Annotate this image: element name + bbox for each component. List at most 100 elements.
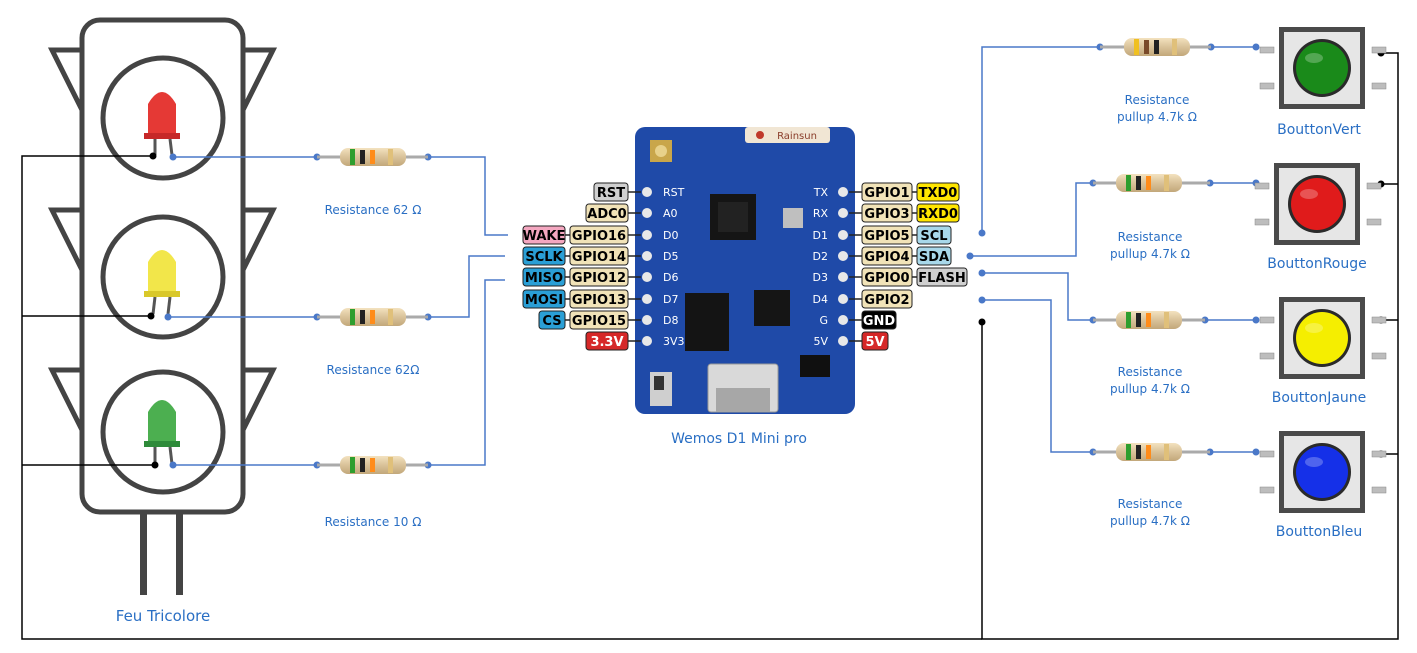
- resistor-3-label: Resistance 10 Ω: [325, 515, 422, 529]
- silk-g: G: [819, 314, 828, 327]
- silk-tx: TX: [813, 186, 829, 199]
- button-yellow-label: BouttonJaune: [1272, 390, 1367, 406]
- pin-extra-right-4-text: FLASH: [918, 271, 965, 286]
- pullup-1-label-line2: pullup 4.7k Ω: [1117, 110, 1197, 124]
- left-wires: [168, 156, 508, 466]
- push-button-2[interactable]: [1259, 297, 1387, 379]
- gpio-right-2: GPIO5: [861, 225, 913, 245]
- push-buttons: [1254, 27, 1387, 513]
- gpio-left-2-text: GPIO16: [572, 229, 626, 244]
- button-red-label: BouttonRouge: [1267, 256, 1367, 272]
- button-cap[interactable]: [1296, 42, 1348, 94]
- pin-extra-left-7-text: 3.3V: [590, 335, 623, 350]
- gpio-left-3: GPIO14: [569, 246, 629, 266]
- pin-extra-left-3: SCLK: [522, 246, 566, 266]
- gpio-left-4-text: GPIO12: [572, 271, 626, 286]
- gpio-right-6-text: GND: [863, 314, 896, 329]
- silk-d8: D8: [663, 314, 678, 327]
- pin-extra-left-6-text: CS: [542, 314, 561, 329]
- pin-extra-right-0: TXD0: [916, 182, 960, 202]
- gpio-left-5-text: GPIO13: [572, 293, 626, 308]
- pullup-2-label-line1: Resistance: [1118, 230, 1183, 244]
- gpio-right-1-text: GPIO3: [864, 207, 909, 222]
- traffic-light: [47, 17, 278, 595]
- pin-extra-left-0: RST: [593, 182, 629, 202]
- gpio-left-5: GPIO13: [569, 289, 629, 309]
- gpio-right-3-text: GPIO4: [864, 250, 909, 265]
- button-cap[interactable]: [1296, 446, 1348, 498]
- pullup-resistor-4: [1093, 443, 1210, 461]
- pin-extra-right-3: SDA: [916, 246, 952, 266]
- push-button-1[interactable]: [1254, 163, 1382, 245]
- button-green-label: BouttonVert: [1277, 122, 1361, 138]
- board-brand: Rainsun: [777, 131, 817, 142]
- board-label: Wemos D1 Mini pro: [671, 431, 807, 447]
- button-cap[interactable]: [1291, 178, 1343, 230]
- gpio-right-5-text: GPIO2: [864, 293, 909, 308]
- silk-d5: D5: [663, 250, 678, 263]
- pin-extra-left-0-text: RST: [597, 186, 625, 201]
- gpio-left-1: ADC0: [585, 203, 629, 223]
- gpio-left-4: GPIO12: [569, 267, 629, 287]
- ground-nodes: [147, 152, 159, 469]
- pullup-3-label-line2: pullup 4.7k Ω: [1110, 382, 1190, 396]
- silk-d7: D7: [663, 293, 678, 306]
- silk-a0: A0: [663, 207, 678, 220]
- pin-extra-left-6: CS: [538, 310, 566, 330]
- gpio-right-2-text: GPIO5: [864, 229, 909, 244]
- gpio-left-6: GPIO15: [569, 310, 629, 330]
- pullup-2-label-line2: pullup 4.7k Ω: [1110, 247, 1190, 261]
- pullup-resistor-3: [1093, 311, 1205, 329]
- button-blue-label: BouttonBleu: [1276, 524, 1362, 540]
- pin-extra-right-3-text: SDA: [919, 250, 949, 265]
- button-cap[interactable]: [1296, 312, 1348, 364]
- silk-d2: D2: [813, 250, 828, 263]
- resistor-1-label: Resistance 62 Ω: [325, 203, 422, 217]
- pullup-4-label-line2: pullup 4.7k Ω: [1110, 514, 1190, 528]
- gpio-left-1-text: ADC0: [587, 207, 626, 222]
- silk-d3: D3: [813, 271, 828, 284]
- gpio-right-0: GPIO1: [861, 182, 913, 202]
- gpio-right-4-text: GPIO0: [864, 271, 909, 286]
- gpio-right-7: 5V: [861, 331, 889, 351]
- pin-extra-right-4: FLASH: [916, 267, 968, 287]
- wire-nodes: [164, 153, 432, 469]
- pin-extra-right-2: SCL: [916, 225, 952, 245]
- led-green: [144, 400, 180, 465]
- resistor-2-label: Resistance 62Ω: [327, 363, 420, 377]
- silk-5v: 5V: [813, 335, 828, 348]
- pin-extra-right-2-text: SCL: [920, 229, 947, 244]
- pin-extra-left-2-text: WAKE: [523, 229, 566, 244]
- gpio-right-0-text: GPIO1: [864, 186, 909, 201]
- pin-extra-left-4-text: MISO: [525, 271, 563, 286]
- gpio-right-7-text: 5V: [865, 335, 884, 350]
- pullup-resistor-2: [1093, 174, 1210, 192]
- led-yellow: [144, 250, 180, 315]
- gpio-right-3: GPIO4: [861, 246, 913, 266]
- resistor-2: [317, 308, 428, 326]
- traffic-light-label: Feu Tricolore: [116, 607, 210, 625]
- push-button-0[interactable]: [1259, 27, 1387, 109]
- pullup-3-label-line1: Resistance: [1118, 365, 1183, 379]
- button-wires: [970, 46, 1256, 453]
- pin-extra-left-2: WAKE: [522, 225, 566, 245]
- pin-extra-left-3-text: SCLK: [525, 250, 563, 265]
- gpio-left-2: GPIO16: [569, 225, 629, 245]
- pin-extra-left-5-text: MOSI: [525, 293, 563, 308]
- ground-wires: [21, 155, 982, 640]
- pin-extra-right-1: RXD0: [916, 203, 960, 223]
- silk-rx: RX: [813, 207, 829, 220]
- pin-extra-right-0-text: TXD0: [919, 186, 958, 201]
- pullup-resistor-1: [1100, 38, 1211, 56]
- pullup-4-label-line1: Resistance: [1118, 497, 1183, 511]
- push-button-3[interactable]: [1259, 431, 1387, 513]
- silk-d1: D1: [813, 229, 828, 242]
- silk-d4: D4: [813, 293, 828, 306]
- pullup-1-label-line1: Resistance: [1125, 93, 1190, 107]
- pin-extra-right-1-text: RXD0: [918, 207, 958, 222]
- gpio-right-4: GPIO0: [861, 267, 913, 287]
- gpio-left-6-text: GPIO15: [572, 314, 626, 329]
- gpio-right-1: GPIO3: [861, 203, 913, 223]
